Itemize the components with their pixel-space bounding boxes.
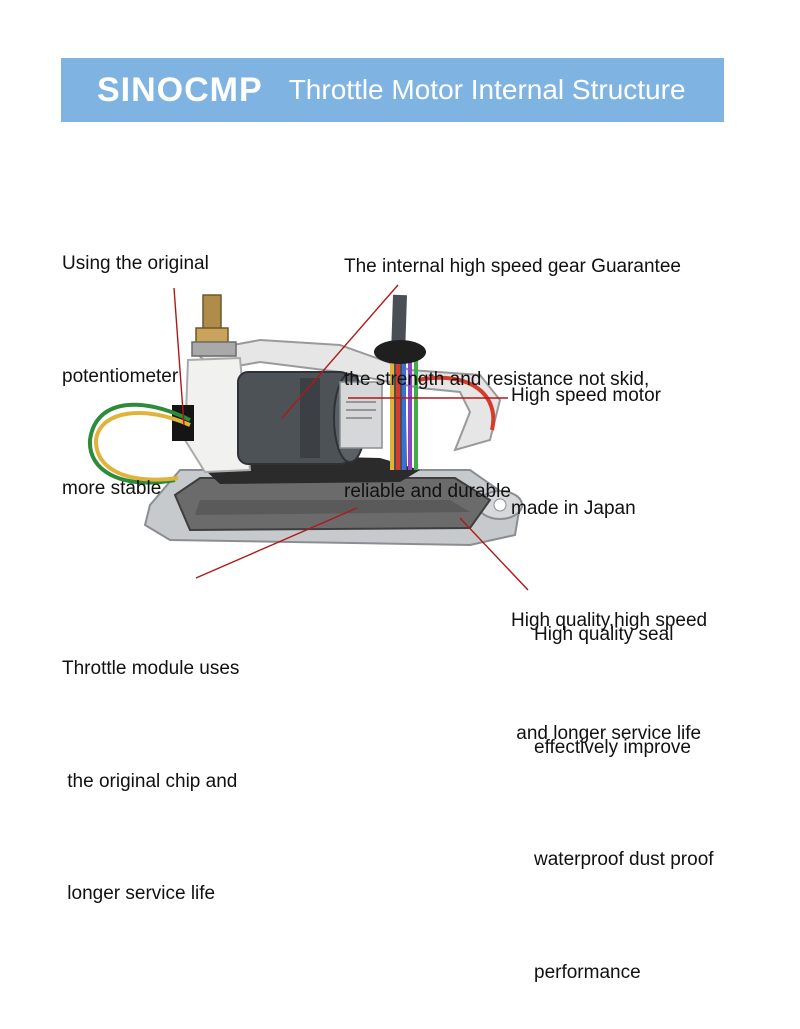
- leader-line-potentiometer: [173, 287, 185, 426]
- callout-motor: High speed motor made in Japan High qual…: [511, 302, 707, 790]
- motor-label: [339, 381, 383, 449]
- grommet: [374, 340, 426, 364]
- callout-line: High quality seal: [534, 624, 674, 645]
- callout-seal: High quality seal effectively improve wa…: [534, 541, 714, 1029]
- callout-line: performance: [534, 961, 641, 983]
- callout-line: the original chip and: [62, 770, 238, 792]
- leader-line-gear: [281, 284, 399, 419]
- leader-line-module: [195, 507, 358, 579]
- callout-gear: The internal high speed gear Guarantee t…: [344, 173, 681, 548]
- callout-line: potentiometer: [62, 365, 179, 387]
- title-banner: SINOCMP Throttle Motor Internal Structur…: [61, 58, 724, 122]
- callout-line: Using the original: [62, 253, 209, 274]
- callout-line: and longer service life: [511, 722, 702, 744]
- callout-line: Throttle module uses: [62, 658, 240, 679]
- throttle-motor-illustration: [87, 284, 529, 591]
- callout-line: waterproof dust proof: [534, 849, 714, 870]
- callout-line: more stable: [62, 478, 162, 499]
- callout-line: longer service life: [62, 883, 216, 904]
- callout-line: High quality,high speed: [511, 610, 708, 631]
- callout-module: Throttle module uses the original chip a…: [62, 575, 239, 950]
- leader-line-seal: [459, 517, 529, 591]
- callout-line: reliable and durable: [344, 481, 511, 502]
- callout-line: made in Japan: [511, 497, 636, 519]
- page-title: Throttle Motor Internal Structure: [288, 74, 686, 105]
- leader-lines: [173, 284, 529, 591]
- callout-potentiometer: Using the original potentiometer more st…: [62, 170, 209, 545]
- callout-line: the strength and resistance not skid,: [344, 368, 650, 390]
- callout-line: High speed motor: [511, 385, 661, 406]
- brand-name: SINOCMP: [97, 70, 263, 109]
- callout-line: The internal high speed gear Guarantee: [344, 256, 681, 277]
- callout-line: effectively improve: [534, 736, 691, 758]
